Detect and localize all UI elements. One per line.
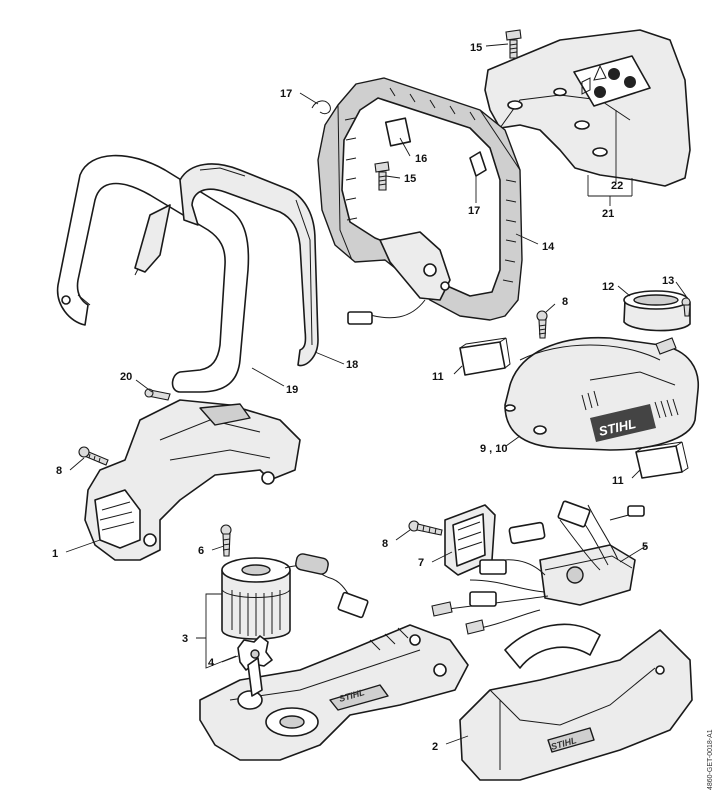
switch-part-16 <box>384 117 412 147</box>
callout-13: 13 <box>662 275 674 287</box>
callout-5: 5 <box>642 541 648 553</box>
ear-protection-icon <box>624 76 636 88</box>
electronics-module-part-5 <box>431 500 645 635</box>
callout-14: 14 <box>542 241 555 253</box>
callout-4: 4 <box>208 657 215 669</box>
callout-21: 21 <box>602 208 614 220</box>
callout-11-upper: 11 <box>432 371 444 383</box>
handle-grip-part-18 <box>179 163 319 367</box>
callout-2: 2 <box>432 741 438 753</box>
callout-18: 18 <box>346 359 358 371</box>
screw-part-8-upper <box>536 310 548 339</box>
brand-badge <box>590 404 656 442</box>
callout-15-top: 15 <box>470 42 482 54</box>
gear-housing-base: STIHL <box>199 624 469 761</box>
foam-pad-part-11-upper <box>459 337 511 376</box>
callout-22: 22 <box>611 180 623 192</box>
screw-part-15-mid <box>374 161 390 191</box>
electronics-plate-part-7 <box>444 504 496 576</box>
motor-cover-part-9-10: STIHL <box>504 336 700 451</box>
callout-15-mid: 15 <box>404 173 416 185</box>
callout-8-middle: 8 <box>382 538 388 550</box>
callout-7: 7 <box>418 557 424 569</box>
wire-clip-part-17 <box>311 100 331 115</box>
gear-part-4 <box>237 635 273 671</box>
screw-part-8-middle <box>408 520 443 536</box>
screw-part-15-top <box>505 29 522 59</box>
callout-1: 1 <box>52 548 58 560</box>
leader-lines <box>65 43 687 745</box>
clip-part-17 <box>469 151 487 177</box>
eye-protection-icon <box>608 68 620 80</box>
screw-part-13 <box>681 297 691 317</box>
bushing-small <box>655 337 677 355</box>
callout-16: 16 <box>415 153 427 165</box>
screw-part-6 <box>220 524 232 557</box>
warning-label-part-22 <box>573 55 651 107</box>
screw-part-8-left <box>78 446 109 466</box>
callout-3: 3 <box>182 633 188 645</box>
cable-connector <box>347 311 373 325</box>
air-ring-part-12 <box>623 290 691 332</box>
top-cover-part-21 <box>484 29 691 187</box>
callout-12: 12 <box>602 281 614 293</box>
callout-6: 6 <box>198 545 204 557</box>
callout-19: 19 <box>286 384 298 396</box>
vent-slots <box>581 390 679 419</box>
handle-housing-part-1 <box>84 399 301 561</box>
document-id: 4860-GET-0018-A1 <box>707 729 714 790</box>
callout-8-left: 8 <box>56 465 62 477</box>
bottom-housing-part-2: STIHL <box>459 623 693 781</box>
motor-part-3 <box>221 553 369 640</box>
warning-glyph-icon <box>594 86 606 98</box>
callout-8-upper: 8 <box>562 296 568 308</box>
callout-11-lower: 11 <box>612 475 624 487</box>
callout-20: 20 <box>120 371 132 383</box>
callout-labels: 15 17 16 15 17 14 22 21 12 13 8 18 11 20… <box>52 42 674 753</box>
callout-9-10: 9 , 10 <box>480 443 508 455</box>
loop-handle-part-19 <box>56 154 250 393</box>
callout-17-left: 17 <box>280 88 292 100</box>
screw-part-20 <box>144 388 171 401</box>
foam-pad-part-11-lower <box>635 441 689 479</box>
callout-17-right: 17 <box>468 205 480 217</box>
handle-frame-part-14 <box>317 77 523 325</box>
